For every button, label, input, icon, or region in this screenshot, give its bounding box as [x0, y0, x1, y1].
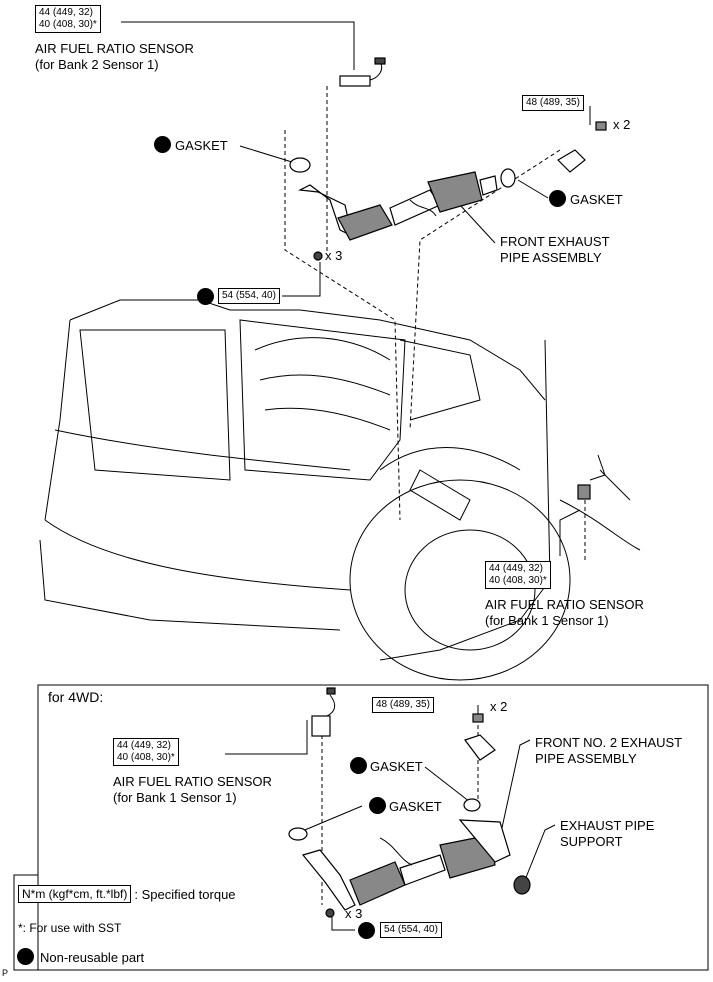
flange-right: [557, 149, 586, 173]
bolt-top: [595, 121, 607, 131]
legend-sst-note: *: For use with SST: [18, 921, 122, 935]
fourwd-pipe-label-1: FRONT NO. 2 EXHAUST: [535, 735, 683, 750]
leader-4wd-gasket-lower: [299, 805, 363, 833]
gasket-left-nonreusable-icon: [154, 136, 171, 153]
nut-qty: x 3: [325, 248, 343, 263]
fourwd-pipe-label-2: PIPE ASSEMBLY: [535, 751, 637, 766]
leader-gasket-left: [239, 145, 293, 163]
fourwd-gasket-upper-ring: [463, 798, 481, 812]
fourwd-sensor-title: AIR FUEL RATIO SENSOR: [113, 774, 272, 789]
corner-code: P: [2, 968, 9, 978]
gasket-left-ring: [289, 157, 311, 173]
fourwd-sensor-torque-2: 40 (408, 30)*: [117, 752, 175, 763]
top-bolt-qty: x 2: [613, 117, 631, 132]
gasket-right-nonreusable-icon: [549, 190, 566, 207]
nut-torque: 54 (554, 40): [218, 288, 280, 304]
gasket-left-label: GASKET: [175, 138, 228, 153]
sensor-b2-title: AIR FUEL RATIO SENSOR: [35, 41, 194, 56]
vehicle-drawing: [39, 299, 641, 681]
fourwd-sensor-torque-1: 44 (449, 32): [117, 740, 171, 751]
gasket-right-ring: [500, 168, 516, 188]
fourwd-flange: [464, 734, 496, 761]
sensor-b2-torque-2: 40 (408, 30)*: [39, 19, 97, 30]
sensor-b1-torque-2: 40 (408, 30)*: [489, 575, 547, 586]
leader-gasket-right: [517, 179, 549, 199]
fourwd-gasket-lower-icon: [369, 797, 386, 814]
leader-4wd-support: [524, 824, 556, 881]
sensor-b2-torque-box: 44 (449, 32) 40 (408, 30)*: [35, 5, 101, 33]
sensor-b1-title: AIR FUEL RATIO SENSOR: [485, 597, 644, 612]
fourwd-nut-torque: 54 (554, 40): [380, 922, 442, 938]
fourwd-gasket-lower-ring: [288, 827, 308, 841]
fourwd-gasket-upper-label: GASKET: [370, 759, 423, 774]
front-exhaust-pipe-drawing: [297, 171, 498, 261]
fourwd-sensor-drawing: [311, 687, 336, 737]
sensor-b2-torque-1: 44 (449, 32): [39, 7, 93, 18]
dashed-pipe-to-engine: [284, 130, 401, 521]
leader-4wd-nut: [331, 912, 355, 931]
fourwd-sensor-sub: (for Bank 1 Sensor 1): [113, 790, 237, 805]
legend-nonreusable-label: Non-reusable part: [40, 950, 145, 965]
fourwd-bolt-qty: x 2: [490, 699, 508, 714]
legend-torque-desc: : Specified torque: [134, 886, 236, 902]
leader-nut: [282, 262, 321, 297]
leader-4wd-gasket-upper: [424, 766, 471, 803]
leader-pipe: [459, 204, 496, 244]
sensor-b2-sub: (for Bank 2 Sensor 1): [35, 57, 159, 72]
fourwd-sensor-torque-box: 44 (449, 32) 40 (408, 30)*: [113, 738, 179, 766]
top-bolt-torque: 48 (489, 35): [522, 95, 584, 111]
front-pipe-label-1: FRONT EXHAUST: [500, 234, 610, 249]
fourwd-bolt: [472, 713, 484, 723]
sensor-b1-sub: (for Bank 1 Sensor 1): [485, 613, 609, 628]
fourwd-gasket-lower-label: GASKET: [389, 799, 442, 814]
leader-4wd-pipe: [494, 739, 531, 861]
leader-sensor-b1: [559, 509, 581, 556]
fourwd-pipe-drawing: [301, 819, 531, 918]
fourwd-heading: for 4WD:: [48, 689, 104, 705]
fourwd-nut-qty: x 3: [345, 906, 363, 921]
leader-sensor-b2: [121, 21, 355, 70]
nut-nonreusable-icon: [197, 288, 214, 305]
front-pipe-label-2: PIPE ASSEMBLY: [500, 250, 602, 265]
legend-frame: [13, 874, 270, 971]
gasket-right-label: GASKET: [570, 192, 623, 207]
legend-torque-row: N*m (kgf*cm, ft.*lbf) : Specified torque: [18, 885, 236, 903]
leader-4wd-sensor: [225, 720, 308, 755]
fourwd-support-1: EXHAUST PIPE: [560, 818, 655, 833]
sensor-b2-drawing: [339, 57, 386, 87]
legend-torque-unit: N*m (kgf*cm, ft.*lbf): [18, 885, 132, 903]
fourwd-bolt-torque: 48 (489, 35): [372, 697, 434, 713]
legend-nonreusable-icon: [17, 948, 34, 965]
fourwd-gasket-upper-icon: [350, 757, 367, 774]
fourwd-nut-icon: [358, 922, 375, 939]
sensor-b1-torque-box: 44 (449, 32) 40 (408, 30)*: [485, 561, 551, 589]
fourwd-frame: [37, 684, 709, 971]
fourwd-support-2: SUPPORT: [560, 834, 623, 849]
sensor-b1-torque-1: 44 (449, 32): [489, 563, 543, 574]
